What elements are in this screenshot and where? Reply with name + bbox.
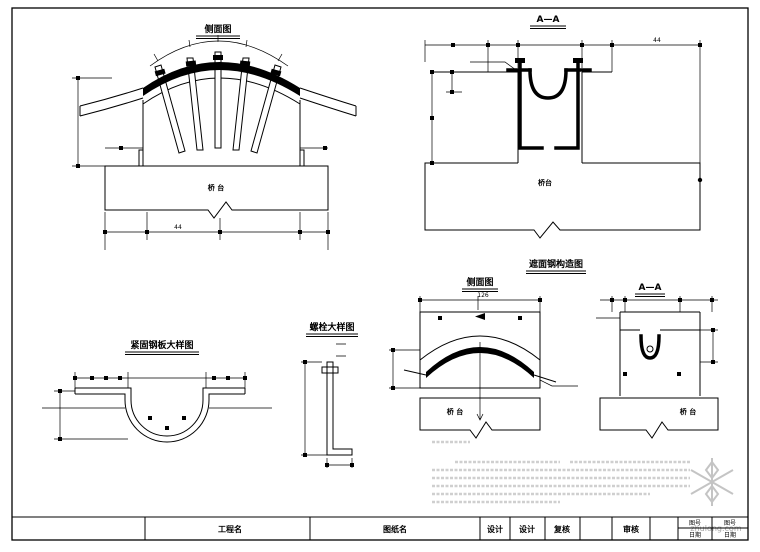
side-view-title: 侧面图 xyxy=(204,23,231,35)
section-right-hook-bolt xyxy=(554,62,580,150)
detail-section-abutment-label: 桥 台 xyxy=(680,407,696,416)
section-view-title: A—A xyxy=(537,15,560,25)
detail-side-arch-line xyxy=(403,335,557,383)
detail-group-title-underline xyxy=(526,270,586,274)
bolt-detail-title: 螺栓大样图 xyxy=(309,321,354,333)
detail-side-marker xyxy=(475,313,485,320)
watermark-logo xyxy=(690,458,734,506)
drawing-name-label: 图纸名 xyxy=(383,524,407,534)
section-abutment-block xyxy=(424,162,701,239)
drawing-number-label-1: 图号 xyxy=(689,520,701,527)
detail-section-dimension-lines xyxy=(596,296,718,363)
project-name-label: 工程名 xyxy=(218,524,242,534)
bolt-1-nut xyxy=(154,68,166,77)
section-view-title-underline xyxy=(530,25,566,29)
bolt-2 xyxy=(186,57,204,151)
deck-extension-right xyxy=(299,87,357,117)
detail-section-frame xyxy=(619,311,701,396)
detail-section-title: A—A xyxy=(639,283,662,293)
side-view-dimension-arc xyxy=(149,35,289,67)
section-walls xyxy=(432,71,612,163)
arch-deck-band xyxy=(143,62,300,96)
detail-section-title-underline xyxy=(635,293,665,297)
date-label-2: 日期 xyxy=(724,531,736,539)
detail-side-arch-band xyxy=(426,347,534,378)
detail-section-abutment-block xyxy=(599,397,719,439)
plate-detail-title-underline xyxy=(125,351,199,355)
detail-group-title: 遮面钢构造图 xyxy=(529,258,583,270)
bolt-detail-title-underline xyxy=(306,333,358,337)
detail-side-view-title: 侧面图 xyxy=(466,276,493,288)
detail-section-bolt-mark xyxy=(646,345,654,353)
detail-section-view: A—A 桥 台 xyxy=(596,283,719,439)
bolt-2-nut xyxy=(185,60,197,67)
detail-side-view-title-underline xyxy=(462,288,498,292)
section-edge-mark xyxy=(697,177,703,183)
detail-side-abutment-label: 桥 台 xyxy=(447,407,463,416)
bolt-5-nut xyxy=(270,68,282,77)
detail-side-dimension-label: 126 xyxy=(477,292,489,299)
design-label-1: 设计 xyxy=(487,524,503,534)
section-left-hook-bolt xyxy=(518,62,544,150)
section-dimension-label: 44 xyxy=(653,37,661,44)
watermark-snowflake-icon xyxy=(690,458,734,506)
bolt-4 xyxy=(232,57,250,151)
review-label: 审核 xyxy=(623,524,639,534)
title-block-grid xyxy=(12,516,748,540)
support-posts xyxy=(138,100,305,166)
deck-extension-left xyxy=(79,87,144,117)
plate-detail: 紧固钢板大样图 xyxy=(42,339,272,443)
detail-side-center-line xyxy=(476,342,484,421)
bolt-1 xyxy=(154,64,186,154)
detail-side-abutment-block xyxy=(419,397,541,439)
bolt-3 xyxy=(214,51,222,149)
section-view: A—A 桥台 44 xyxy=(424,15,703,239)
detail-side-dimension-lines xyxy=(389,296,578,389)
abutment-label: 桥 台 xyxy=(208,183,224,192)
l-bolt-nut xyxy=(321,366,339,374)
notes-text-block xyxy=(432,440,690,504)
abutment-block xyxy=(104,165,329,219)
design-label-2: 设计 xyxy=(519,524,535,534)
detail-section-u-seat xyxy=(639,334,661,360)
date-label-1: 日期 xyxy=(689,531,701,539)
drawing-frame xyxy=(11,7,749,541)
bolt-4-nut xyxy=(239,60,251,67)
bent-steel-plate xyxy=(74,387,246,443)
plate-detail-title: 紧固钢板大样图 xyxy=(130,339,193,351)
detail-side-view: 侧面图 126 桥 台 xyxy=(389,276,578,439)
section-bolt-nuts xyxy=(515,58,583,63)
side-view: 侧面图 桥 台 44 xyxy=(72,23,357,250)
side-view-dimension-label: 44 xyxy=(174,224,182,231)
section-u-seat xyxy=(528,68,568,100)
check-label: 复核 xyxy=(553,524,570,534)
title-block: 工程名 图纸名 设计 设计 复核 审核 图号 日期 图号 日期 xyxy=(12,516,748,540)
bolt-detail: 螺栓大样图 xyxy=(301,321,358,468)
drawing-number-label-2: 图号 xyxy=(724,520,736,527)
bolt-5 xyxy=(250,64,282,154)
bolt-3-nut xyxy=(213,55,223,60)
section-abutment-label: 桥台 xyxy=(538,178,552,187)
